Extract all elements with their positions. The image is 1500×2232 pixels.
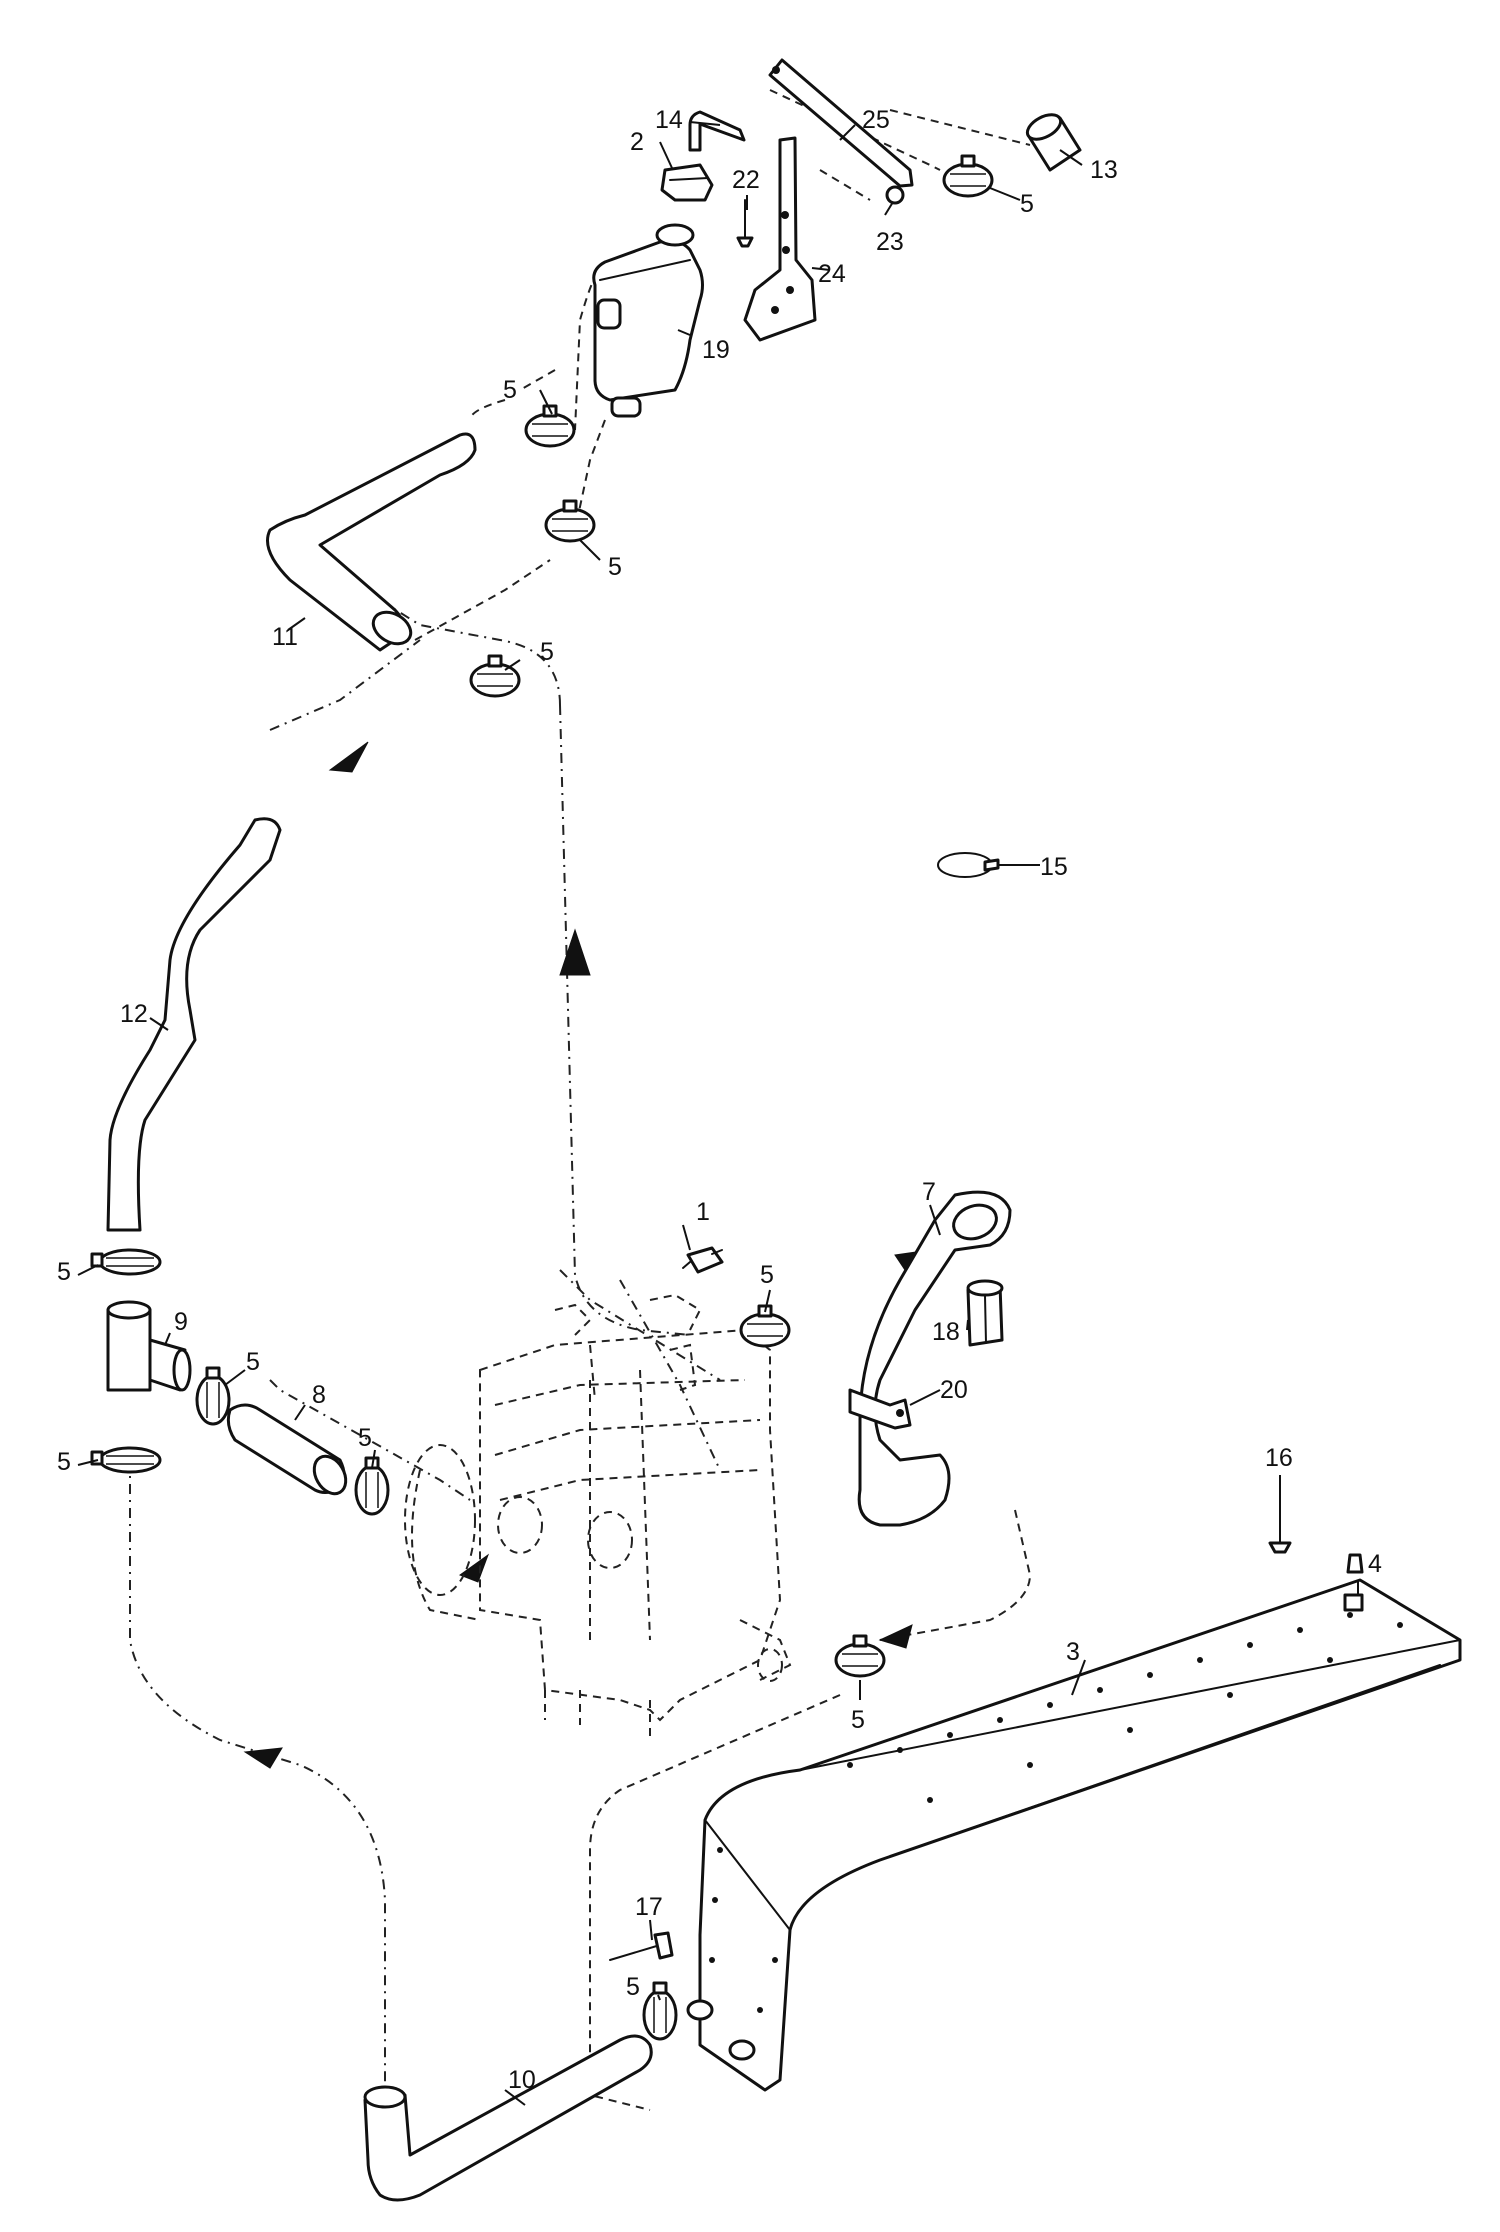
callout-11: 11 bbox=[272, 623, 298, 651]
callout-5-clamp-f: 5 bbox=[57, 1448, 71, 1476]
callout-3: 3 bbox=[1066, 1638, 1080, 1666]
callout-5-clamp-e: 5 bbox=[57, 1258, 71, 1286]
flow-arrows bbox=[243, 741, 932, 1769]
callout-5-clamp-c: 5 bbox=[608, 553, 622, 581]
arrow-up bbox=[559, 928, 591, 976]
callout-16: 16 bbox=[1265, 1444, 1293, 1472]
callout-23: 23 bbox=[876, 228, 904, 256]
callout-13: 13 bbox=[1090, 156, 1118, 184]
callout-5-clamp-b: 5 bbox=[503, 376, 517, 404]
arrow-down-right bbox=[458, 1553, 490, 1583]
callout-19: 19 bbox=[702, 336, 730, 364]
callout-15: 15 bbox=[1040, 853, 1068, 881]
part-24-mounting-bracket bbox=[743, 136, 817, 342]
part-12-long-hose bbox=[106, 817, 282, 1232]
engine-block bbox=[404, 1293, 792, 1740]
clamp-5 bbox=[642, 1981, 678, 2041]
callout-20: 20 bbox=[940, 1376, 968, 1404]
clamp-5 bbox=[942, 154, 994, 198]
callout-24: 24 bbox=[818, 260, 846, 288]
callout-labels: 1 2 3 4 5 5 5 5 5 5 5 5 5 5 5 7 8 9 10 1… bbox=[57, 106, 1382, 2094]
part-15-tie-strap bbox=[937, 852, 1000, 878]
callout-8: 8 bbox=[312, 1381, 326, 1409]
callout-2: 2 bbox=[630, 128, 644, 156]
clamp-5 bbox=[90, 1446, 162, 1474]
part-18-sleeve bbox=[966, 1279, 1004, 1347]
callout-5-clamp-j: 5 bbox=[851, 1706, 865, 1734]
part-22-screw bbox=[736, 199, 754, 248]
callout-5-clamp-k: 5 bbox=[626, 1973, 640, 2001]
callout-4: 4 bbox=[1368, 1550, 1382, 1578]
rivet-holes bbox=[709, 1612, 1403, 2013]
callout-1: 1 bbox=[696, 1198, 710, 1226]
callout-10: 10 bbox=[508, 2066, 536, 2094]
part-1-temperature-sensor bbox=[682, 1246, 724, 1274]
callout-7: 7 bbox=[922, 1178, 936, 1206]
part-23-nut bbox=[885, 185, 905, 205]
callout-14: 14 bbox=[655, 106, 683, 134]
callout-9: 9 bbox=[174, 1308, 188, 1336]
part-16-rivet bbox=[1268, 1479, 1292, 1554]
part-10-lower-hose bbox=[363, 2034, 653, 2202]
clamp-5 bbox=[90, 1248, 162, 1276]
clamps bbox=[90, 154, 994, 2041]
callout-5-clamp-i: 5 bbox=[760, 1261, 774, 1289]
part-2-pressure-cap bbox=[660, 163, 714, 202]
part-25-support-arm bbox=[768, 58, 914, 188]
part-17-rivet bbox=[609, 1931, 674, 1961]
part-19-coolant-reservoir bbox=[592, 223, 704, 418]
clamp-5 bbox=[544, 499, 596, 543]
part-4-screw bbox=[1343, 1553, 1364, 1612]
part-14-filler-neck bbox=[688, 110, 746, 152]
part-9-tee-fitting bbox=[106, 1300, 192, 1392]
part-8-short-hose bbox=[226, 1403, 348, 1496]
exchanger-fittings bbox=[686, 1999, 756, 2061]
part-13-sleeve bbox=[1025, 113, 1082, 172]
leader-lines bbox=[77, 121, 1359, 2106]
part-11-upper-hose bbox=[266, 432, 477, 652]
callout-5-clamp-g: 5 bbox=[246, 1348, 260, 1376]
callout-5-clamp-h: 5 bbox=[358, 1424, 372, 1452]
callout-22: 22 bbox=[732, 166, 760, 194]
clamp-5 bbox=[834, 1634, 886, 1678]
clamp-5 bbox=[195, 1366, 231, 1426]
arrow-up-left bbox=[328, 741, 369, 773]
clamp-5 bbox=[469, 654, 521, 698]
callout-17: 17 bbox=[635, 1893, 663, 1921]
callout-18: 18 bbox=[932, 1318, 960, 1346]
arrow-up-lower bbox=[243, 1747, 283, 1769]
part-3-heat-exchanger bbox=[686, 1578, 1462, 2092]
arrow-down-left bbox=[878, 1624, 913, 1649]
part-20-clip bbox=[848, 1388, 912, 1430]
callout-12: 12 bbox=[120, 1000, 148, 1028]
part-7-outlet-hose bbox=[857, 1190, 1012, 1527]
callout-5-clamp-a: 5 bbox=[1020, 190, 1034, 218]
callout-5-clamp-d: 5 bbox=[540, 638, 554, 666]
callout-25: 25 bbox=[862, 106, 890, 134]
